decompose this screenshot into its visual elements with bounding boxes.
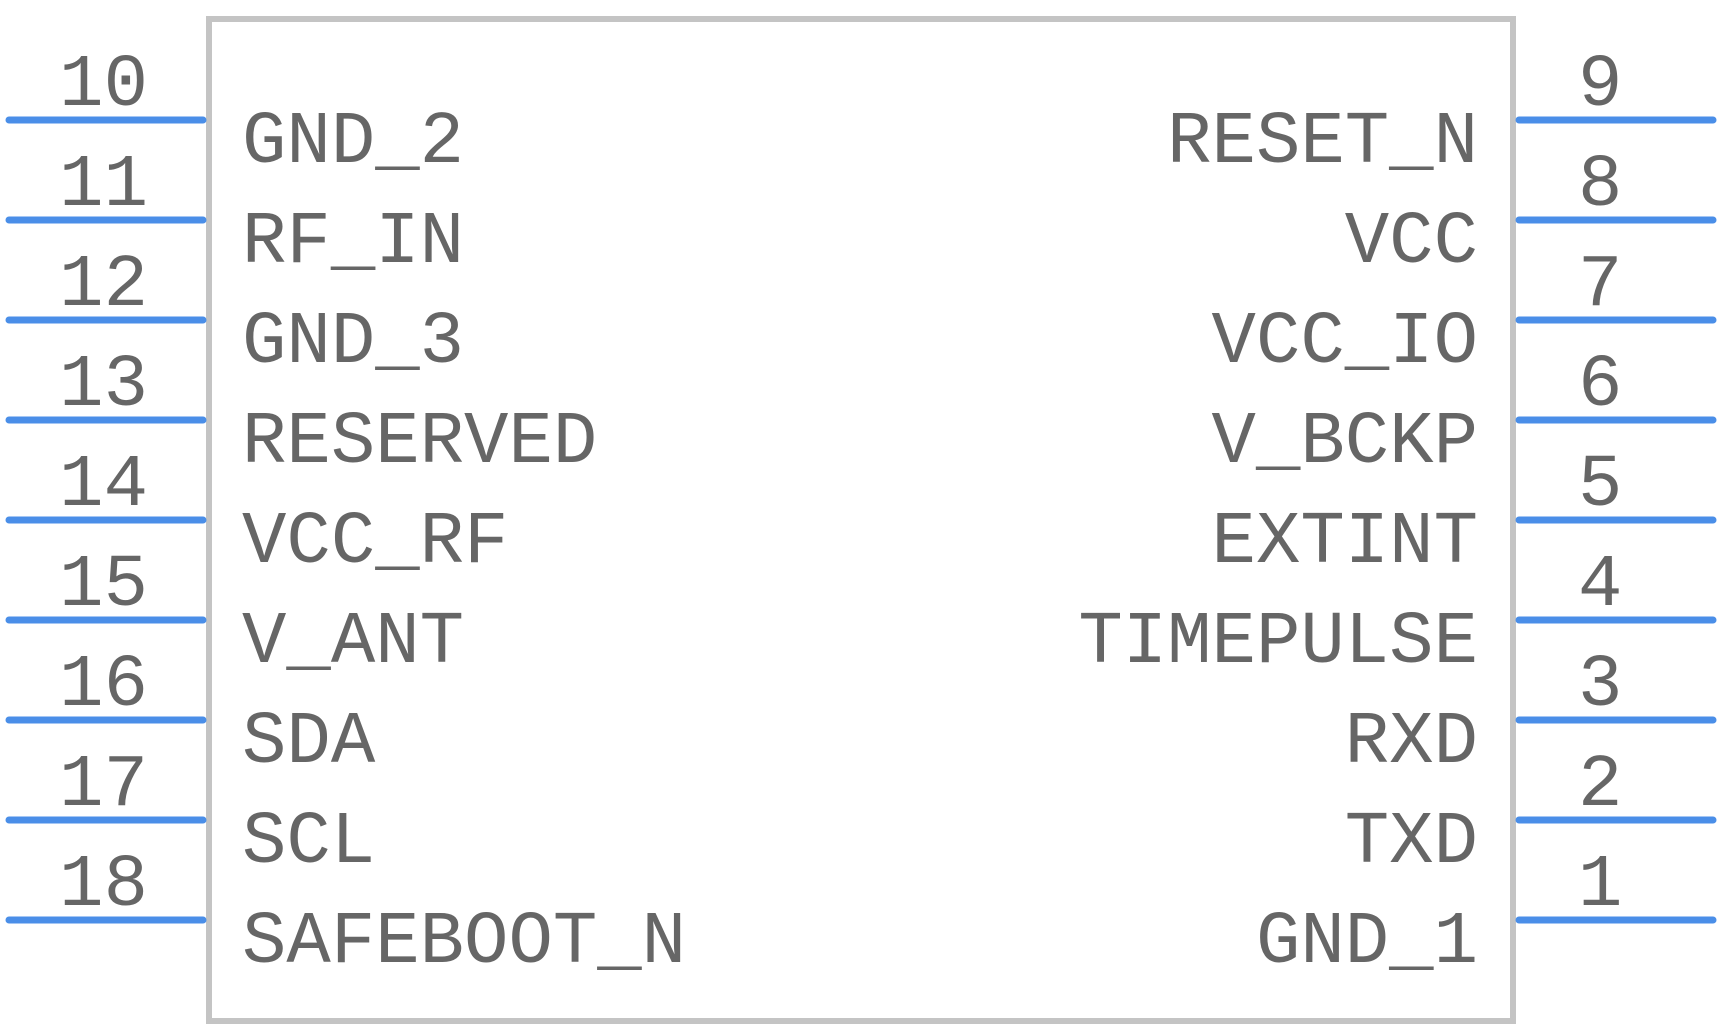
pin-number: 8 xyxy=(1578,144,1622,228)
pin-number: 6 xyxy=(1578,344,1622,428)
left-pin-group: 10GND_211RF_IN12GND_313RESERVED14VCC_RF1… xyxy=(5,44,686,985)
pin-number: 4 xyxy=(1578,544,1622,628)
pin-name: GND_2 xyxy=(242,101,464,185)
pin-number: 10 xyxy=(59,44,148,128)
pin-name: RXD xyxy=(1345,701,1478,785)
pin-name: VCC_IO xyxy=(1212,301,1478,385)
pin-name: V_ANT xyxy=(242,601,464,685)
pin-name: GND_3 xyxy=(242,301,464,385)
pin-name: VCC xyxy=(1345,201,1478,285)
pin-number: 15 xyxy=(59,544,148,628)
pin-name: SDA xyxy=(242,701,376,785)
pin-name: TXD xyxy=(1345,801,1478,885)
pin-name: SAFEBOOT_N xyxy=(242,901,686,985)
pin-number: 17 xyxy=(59,744,148,828)
pin-name: SCL xyxy=(242,801,375,885)
right-pin-group: 9RESET_N8VCC7VCC_IO6V_BCKP5EXTINT4TIMEPU… xyxy=(1078,44,1717,985)
pin-number: 18 xyxy=(59,844,148,928)
pin-number: 16 xyxy=(59,644,148,728)
pin-number: 5 xyxy=(1578,444,1622,528)
pin-number: 13 xyxy=(59,344,148,428)
ic-body-outline xyxy=(206,16,1516,1024)
pin-name: V_BCKP xyxy=(1212,401,1478,485)
pin-name: RESERVED xyxy=(242,401,597,485)
pin-number: 1 xyxy=(1578,844,1622,928)
pin-6: 6V_BCKP xyxy=(1212,344,1717,485)
pin-name: GND_1 xyxy=(1256,901,1478,985)
pin-name: RESET_N xyxy=(1167,101,1478,185)
pin-number: 9 xyxy=(1578,44,1622,128)
pin-name: TIMEPULSE xyxy=(1078,601,1478,685)
pin-number: 12 xyxy=(59,244,148,328)
pin-number: 2 xyxy=(1578,744,1622,828)
pin-15: 15V_ANT xyxy=(5,544,464,685)
pin-name: EXTINT xyxy=(1212,501,1478,585)
pin-number: 3 xyxy=(1578,644,1622,728)
pin-number: 14 xyxy=(59,444,148,528)
pin-number: 7 xyxy=(1578,244,1622,328)
pin-name: RF_IN xyxy=(242,201,464,285)
pin-name: VCC_RF xyxy=(242,501,508,585)
pin-number: 11 xyxy=(59,144,148,228)
